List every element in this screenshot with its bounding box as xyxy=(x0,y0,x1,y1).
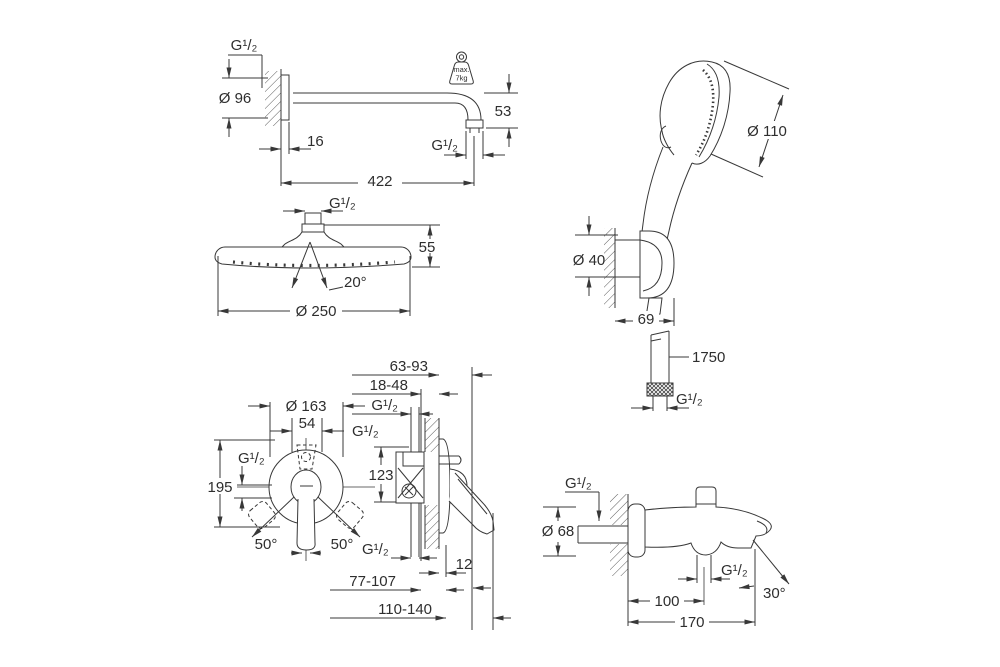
dim-spout-spray-angle: 30° xyxy=(763,585,786,602)
dim-depth-range-inner: 18-48 xyxy=(370,377,408,394)
supply-pipe xyxy=(577,525,628,544)
dim-arm-flange-depth: 16 xyxy=(307,133,324,150)
hand-shower-back-profile xyxy=(659,60,713,132)
dim-arm-thread-top: G¹/₂ xyxy=(231,37,258,54)
dim-head-height: 55 xyxy=(419,239,436,256)
rough-box-corner-left xyxy=(248,501,276,529)
arm-outlet-nut xyxy=(465,119,484,133)
dim-hose-thread: G¹/₂ xyxy=(676,391,703,408)
dim-head-diameter: Ø 250 xyxy=(296,303,337,320)
wall-hatch-lower xyxy=(610,544,628,576)
arm-flange xyxy=(280,74,290,121)
dim-top-width: 54 xyxy=(299,415,316,432)
trim-plate-side xyxy=(438,438,451,534)
dim-head-spray-angle: 20° xyxy=(344,274,367,291)
dim-front-thread-right: G¹/₂ xyxy=(352,423,379,440)
dim-plate-diameter: Ø 163 xyxy=(286,398,327,415)
spout-flange xyxy=(627,503,646,558)
dim-holder-depth: 69 xyxy=(638,311,655,328)
head-shower-view: G¹/₂ 55 20° Ø 250 xyxy=(214,195,440,320)
wall-hatch-upper xyxy=(425,418,439,452)
dim-spout-inlet-thread: G¹/₂ xyxy=(565,475,592,492)
spray-nozzles xyxy=(232,260,396,268)
dim-plate-height: 195 xyxy=(207,479,232,496)
max-load-label-1: max. xyxy=(453,65,469,74)
hand-shower-face-outer xyxy=(691,61,731,165)
dim-depth-range-low: 77-107 xyxy=(349,573,396,590)
lever-handle xyxy=(296,498,316,551)
mixer-front-view: 50° 50° Ø 163 54 G¹/₂ G¹/₂ 195 xyxy=(203,398,379,561)
mixer-side-view: 63-93 18-48 G¹/₂ 123 G¹/₂ 12 77-107 110-… xyxy=(330,358,511,630)
dim-arm-flange-diameter: Ø 96 xyxy=(219,90,252,107)
head-shower-dome xyxy=(280,231,346,249)
wall-hatch xyxy=(265,71,281,126)
max-load-icon: max. 7kg xyxy=(449,51,474,85)
dim-spout-reach: 100 xyxy=(654,593,679,610)
wall-hatch-lower xyxy=(425,505,439,549)
dim-front-thread-left: G¹/₂ xyxy=(238,450,265,467)
dim-head-inlet-thread: G¹/₂ xyxy=(329,195,356,212)
bath-spout-view: G¹/₂ Ø 68 G¹/₂ 100 170 30° xyxy=(542,475,790,631)
max-load-label-2: 7kg xyxy=(455,74,467,83)
head-shower-inlet xyxy=(304,212,322,224)
arm-outline xyxy=(293,92,482,121)
function-symbol xyxy=(296,444,317,470)
dim-spout-flange-diameter: Ø 68 xyxy=(542,523,575,540)
dim-arm-drop: 53 xyxy=(495,103,512,120)
dim-side-thread-bottom: G¹/₂ xyxy=(362,541,389,558)
dim-spout-outlet-thread: G¹/₂ xyxy=(721,562,748,579)
dim-side-thread-top: G¹/₂ xyxy=(371,397,398,414)
outlet-stub xyxy=(439,455,462,465)
wall-hatch-upper xyxy=(610,494,628,525)
dim-swing-right: 50° xyxy=(331,536,354,553)
hand-shower-view: Ø 110 xyxy=(640,60,794,261)
shower-arm-view: G¹/₂ Ø 96 max. 7kg 53 16 G¹/₂ xyxy=(219,37,518,190)
holder-hook xyxy=(639,239,663,292)
dim-spout-length: 170 xyxy=(679,614,704,631)
dim-arm-length: 422 xyxy=(367,173,392,190)
dim-depth-range-total: 110-140 xyxy=(378,601,432,618)
dim-arm-outlet-thread: G¹/₂ xyxy=(431,137,458,154)
dim-port-spacing: 123 xyxy=(368,467,393,484)
dim-swing-left: 50° xyxy=(255,536,278,553)
wall-holder-view: Ø 40 69 xyxy=(573,216,675,328)
hose-view: 1750 G¹/₂ xyxy=(631,330,725,411)
wall-hatch xyxy=(604,228,615,308)
hand-shower-nozzles xyxy=(694,69,715,156)
dim-plate-offset: 12 xyxy=(456,556,473,573)
rough-box-corner-right xyxy=(336,501,364,529)
dim-depth-range-outer: 63-93 xyxy=(390,358,428,375)
hose-nut xyxy=(646,382,674,397)
dim-hand-shower-diameter: Ø 110 xyxy=(747,123,787,140)
mode-button xyxy=(659,125,672,149)
handle-hub xyxy=(290,469,322,505)
spout-body xyxy=(644,486,772,556)
spout-tip xyxy=(756,520,768,534)
dim-holder-diameter: Ø 40 xyxy=(573,252,606,269)
dim-hose-length: 1750 xyxy=(692,349,725,366)
